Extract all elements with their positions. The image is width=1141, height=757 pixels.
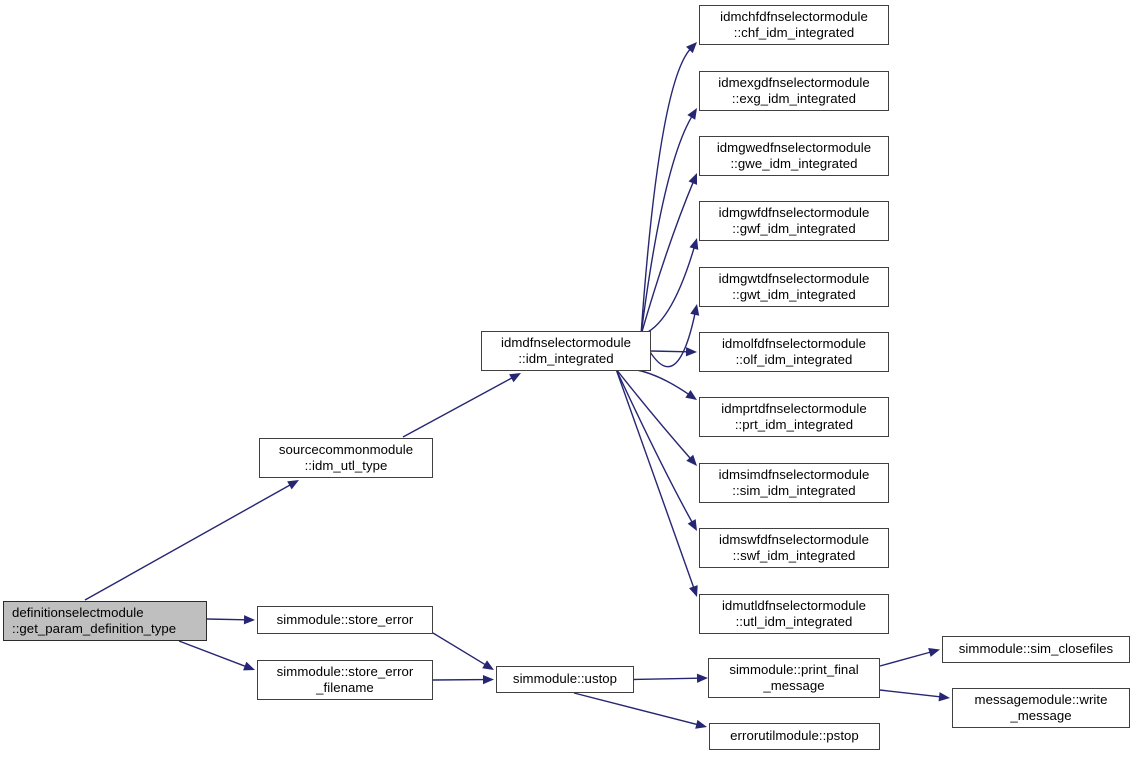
graph-node-idm_utl_type[interactable]: sourcecommonmodule ::idm_utl_type bbox=[259, 438, 433, 478]
graph-node-exg[interactable]: idmexgdfnselectormodule ::exg_idm_integr… bbox=[699, 71, 889, 111]
graph-node-prt[interactable]: idmprtdfnselectormodule ::prt_idm_integr… bbox=[699, 397, 889, 437]
graph-node-sim_closefiles[interactable]: simmodule::sim_closefiles bbox=[942, 636, 1130, 663]
graph-node-idm_integrated[interactable]: idmdfnselectormodule ::idm_integrated bbox=[481, 331, 651, 371]
arrowhead-root-to-store_error bbox=[243, 615, 255, 625]
graph-node-store_error_filename[interactable]: simmodule::store_error _filename bbox=[257, 660, 433, 700]
arrowhead-idm_integrated-to-gwt bbox=[690, 304, 700, 316]
edge-root-to-store_error bbox=[206, 618, 247, 621]
graph-node-label: simmodule::print_final _message bbox=[729, 661, 859, 694]
edge-idm_integrated-to-gwe bbox=[640, 181, 695, 336]
graph-node-print_final_message[interactable]: simmodule::print_final _message bbox=[708, 658, 880, 698]
arrowhead-idm_integrated-to-gwe bbox=[688, 173, 698, 185]
edge-print_final_message-to-sim_closefiles bbox=[879, 651, 932, 667]
edge-idm_integrated-to-chf bbox=[640, 48, 692, 336]
graph-node-label: idmutldfnselectormodule ::utl_idm_integr… bbox=[721, 597, 867, 630]
graph-node-label: idmgwfdfnselectormodule ::gwf_idm_integr… bbox=[718, 204, 870, 237]
graph-node-label: simmodule::store_error _filename bbox=[276, 663, 414, 696]
arrowhead-idm_integrated-to-exg bbox=[687, 108, 697, 120]
graph-node-label: idmswfdfnselectormodule ::swf_idm_integr… bbox=[719, 531, 869, 564]
graph-node-label: sourcecommonmodule ::idm_utl_type bbox=[278, 441, 414, 474]
arrowhead-idm_integrated-to-sim bbox=[686, 454, 697, 466]
arrowhead-root-to-store_error_filename bbox=[243, 661, 255, 671]
graph-node-label: simmodule::store_error bbox=[276, 611, 414, 627]
arrowhead-idm_integrated-to-chf bbox=[686, 42, 697, 54]
graph-node-label: errorutilmodule::pstop bbox=[730, 728, 859, 744]
graph-node-ustop[interactable]: simmodule::ustop bbox=[496, 666, 634, 693]
edge-print_final_message-to-write_message bbox=[879, 689, 942, 698]
graph-node-swf[interactable]: idmswfdfnselectormodule ::swf_idm_integr… bbox=[699, 528, 889, 568]
graph-node-write_message[interactable]: messagemodule::write _message bbox=[952, 688, 1130, 728]
graph-node-label: idmchfdfnselectormodule ::chf_idm_integr… bbox=[720, 8, 868, 41]
graph-node-gwf[interactable]: idmgwfdfnselectormodule ::gwf_idm_integr… bbox=[699, 201, 889, 241]
arrowhead-idm_integrated-to-swf bbox=[687, 519, 697, 531]
graph-node-label: idmsimdfnselectormodule ::sim_idm_integr… bbox=[718, 466, 870, 499]
edge-ustop-to-pstop bbox=[573, 692, 699, 726]
graph-node-label: definitionselectmodule ::get_param_defin… bbox=[12, 604, 177, 637]
arrowhead-idm_integrated-to-gwf bbox=[689, 238, 699, 250]
graph-node-sim[interactable]: idmsimdfnselectormodule ::sim_idm_integr… bbox=[699, 463, 889, 503]
graph-node-label: idmprtdfnselectormodule ::prt_idm_integr… bbox=[721, 400, 867, 433]
graph-node-label: idmgwedfnselectormodule ::gwe_idm_integr… bbox=[716, 139, 872, 172]
arrowhead-print_final_message-to-sim_closefiles bbox=[928, 647, 940, 657]
edge-root-to-store_error_filename bbox=[178, 640, 247, 668]
edge-idm_integrated-to-gwf bbox=[640, 246, 696, 336]
arrowhead-idm_utl_type-to-idm_integrated bbox=[509, 373, 521, 383]
edge-idm_integrated-to-olf bbox=[650, 350, 689, 353]
graph-node-pstop[interactable]: errorutilmodule::pstop bbox=[709, 723, 880, 750]
arrowhead-store_error-to-ustop bbox=[482, 660, 494, 670]
graph-node-utl[interactable]: idmutldfnselectormodule ::utl_idm_integr… bbox=[699, 594, 889, 634]
arrowhead-idm_integrated-to-prt bbox=[685, 389, 697, 400]
edge-idm_integrated-to-swf bbox=[615, 368, 694, 524]
edge-root-to-idm_utl_type bbox=[84, 483, 292, 601]
edge-idm_integrated-to-exg bbox=[640, 115, 693, 336]
graph-node-label: idmgwtdfnselectormodule ::gwt_idm_integr… bbox=[718, 270, 870, 303]
arrowhead-store_error_filename-to-ustop bbox=[482, 674, 494, 685]
graph-node-label: idmexgdfnselectormodule ::exg_idm_integr… bbox=[718, 74, 870, 107]
edge-idm_utl_type-to-idm_integrated bbox=[402, 376, 514, 438]
graph-node-chf[interactable]: idmchfdfnselectormodule ::chf_idm_integr… bbox=[699, 5, 889, 45]
graph-node-gwe[interactable]: idmgwedfnselectormodule ::gwe_idm_integr… bbox=[699, 136, 889, 176]
graph-node-gwt[interactable]: idmgwtdfnselectormodule ::gwt_idm_integr… bbox=[699, 267, 889, 307]
arrowhead-idm_integrated-to-olf bbox=[685, 347, 697, 357]
edge-idm_integrated-to-utl bbox=[615, 368, 695, 589]
arrowhead-root-to-idm_utl_type bbox=[287, 480, 299, 490]
arrowhead-idm_integrated-to-utl bbox=[689, 585, 698, 597]
arrowhead-ustop-to-pstop bbox=[695, 719, 707, 729]
edge-ustop-to-print_final_message bbox=[633, 677, 700, 681]
graph-node-label: idmdfnselectormodule ::idm_integrated bbox=[500, 334, 631, 367]
graph-node-label: simmodule::ustop bbox=[512, 671, 618, 687]
edge-idm_integrated-to-sim bbox=[615, 368, 692, 460]
graph-node-label: messagemodule::write _message bbox=[974, 691, 1108, 724]
arrowhead-print_final_message-to-write_message bbox=[938, 692, 950, 702]
edge-store_error-to-ustop bbox=[432, 632, 487, 666]
graph-node-label: simmodule::sim_closefiles bbox=[958, 641, 1114, 657]
graph-node-root[interactable]: definitionselectmodule ::get_param_defin… bbox=[3, 601, 207, 641]
graph-node-label: idmolfdfnselectormodule ::olf_idm_integr… bbox=[721, 335, 867, 368]
graph-node-olf[interactable]: idmolfdfnselectormodule ::olf_idm_integr… bbox=[699, 332, 889, 372]
graph-node-store_error[interactable]: simmodule::store_error bbox=[257, 606, 433, 634]
arrowhead-ustop-to-print_final_message bbox=[696, 673, 708, 683]
